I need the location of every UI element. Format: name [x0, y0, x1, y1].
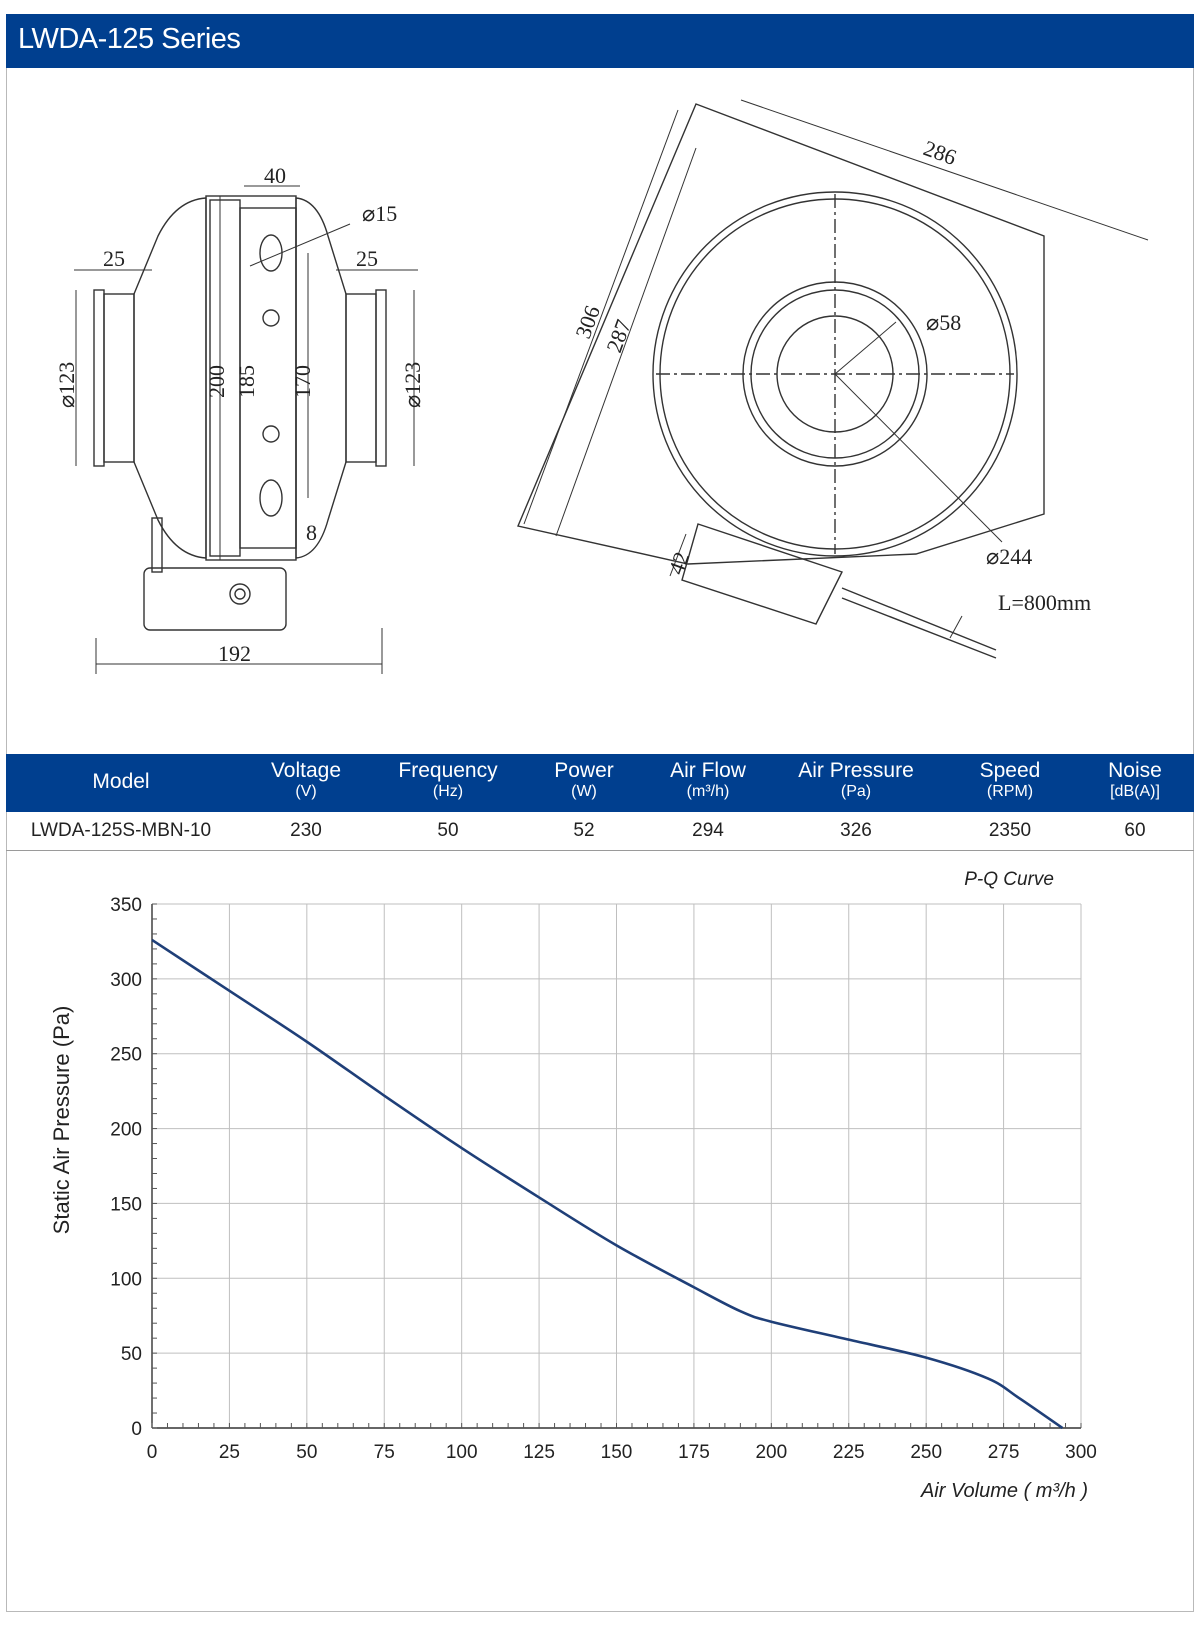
chart-minor-ticks — [151, 903, 1082, 1429]
dim-25-left: 25 — [103, 246, 125, 271]
x-tick-label: 275 — [988, 1442, 1020, 1463]
cell-speed: 2350 — [988, 820, 1032, 841]
title-bar: LWDA-125 Series — [6, 14, 1194, 68]
dim-200: 200 — [204, 365, 229, 398]
y-tick-label: 200 — [110, 1120, 142, 1141]
housing-left — [133, 197, 207, 559]
col-noise: Noise [dB(A)] — [1108, 759, 1162, 801]
y-tick-label: 0 — [131, 1419, 142, 1440]
col-power: Power (W) — [554, 759, 614, 801]
y-tick-label: 100 — [110, 1269, 142, 1290]
y-tick-label: 150 — [110, 1194, 142, 1215]
dim-d58: ⌀58 — [926, 310, 961, 335]
cell-airpressure: 326 — [840, 820, 872, 841]
pq-chart: 0 25 50 75 100 125 150 175 200 225 250 275 300 0 50 10… — [49, 869, 1097, 1502]
y-tick-label: 350 — [110, 895, 142, 916]
cell-power: 52 — [573, 820, 595, 841]
side-dimensions — [74, 185, 418, 674]
table-row: LWDA-125S-MBN-10 230 50 52 294 326 2350 … — [6, 812, 1194, 851]
chart-grid — [151, 903, 1082, 1429]
mounting-plate — [517, 103, 1045, 565]
col-model: Model — [92, 770, 150, 793]
left-collar — [93, 289, 105, 467]
dim-25-right: 25 — [356, 246, 378, 271]
x-tick-label: 175 — [678, 1442, 710, 1463]
dim-192: 192 — [218, 641, 251, 666]
spec-table-header: Model Voltage (V) Frequency (Hz) Power (… — [6, 754, 1194, 812]
front-view — [517, 103, 1045, 659]
right-collar — [375, 289, 387, 467]
page-title: LWDA-125 Series — [18, 23, 241, 55]
x-tick-label: 225 — [833, 1442, 865, 1463]
col-airpressure: Air Pressure (Pa) — [798, 759, 914, 801]
cell-noise: 60 — [1124, 820, 1146, 841]
side-labels: 40 ⌀15 25 25 ⌀123 ⌀123 200 185 170 8 192 — [54, 163, 425, 666]
front-terminal-box — [681, 523, 843, 625]
y-axis-label: Static Air Pressure (Pa) — [49, 1006, 74, 1235]
side-view — [93, 195, 387, 631]
y-tick-label: 250 — [110, 1045, 142, 1066]
mount-slot-top — [259, 234, 283, 272]
dim-286: 286 — [920, 135, 960, 170]
dim-d15: ⌀15 — [362, 201, 397, 226]
dim-185: 185 — [234, 365, 259, 398]
x-tick-labels: 0 25 50 75 100 125 150 175 200 225 250 275 300 — [147, 1442, 1097, 1463]
x-tick-label: 125 — [523, 1442, 555, 1463]
x-tick-label: 0 — [147, 1442, 158, 1463]
col-frequency: Frequency (Hz) — [398, 759, 498, 801]
cell-airflow: 294 — [692, 820, 724, 841]
col-voltage: Voltage (V) — [270, 759, 342, 801]
front-labels: 286 306 287 ⌀58 ⌀244 42 L=800mm — [570, 135, 1091, 615]
x-tick-label: 75 — [374, 1442, 395, 1463]
x-axis-label: Air Volume ( m³/h ) — [920, 1480, 1088, 1502]
dim-287: 287 — [601, 316, 636, 356]
x-tick-label: 150 — [601, 1442, 633, 1463]
chart-title: P-Q Curve — [964, 869, 1054, 890]
cell-model: LWDA-125S-MBN-10 — [30, 820, 212, 841]
x-tick-label: 300 — [1065, 1442, 1097, 1463]
dim-d123-left: ⌀123 — [54, 362, 79, 408]
x-tick-label: 250 — [910, 1442, 942, 1463]
x-tick-label: 200 — [755, 1442, 787, 1463]
dim-40: 40 — [264, 163, 286, 188]
dim-d244: ⌀244 — [986, 544, 1032, 569]
col-airflow: Air Flow (m³/h) — [670, 759, 746, 801]
y-tick-label: 300 — [110, 970, 142, 991]
front-dimensions — [523, 99, 1149, 639]
col-speed: Speed (RPM) — [979, 759, 1041, 801]
dim-8: 8 — [306, 520, 317, 545]
technical-drawing: 40 ⌀15 25 25 ⌀123 ⌀123 200 185 170 8 192… — [54, 99, 1149, 674]
dim-d123-right: ⌀123 — [400, 362, 425, 408]
dim-cable-length: L=800mm — [998, 590, 1091, 615]
x-tick-label: 50 — [296, 1442, 317, 1463]
x-tick-label: 100 — [446, 1442, 478, 1463]
y-tick-label: 50 — [121, 1344, 142, 1365]
housing-outer-ring — [652, 191, 1018, 557]
dim-170: 170 — [290, 365, 315, 398]
cell-frequency: 50 — [437, 820, 459, 841]
terminal-box — [143, 567, 287, 631]
pq-curve-line — [151, 938, 1064, 1430]
dim-306: 306 — [570, 302, 605, 342]
x-tick-label: 25 — [219, 1442, 240, 1463]
y-tick-labels: 0 50 100 150 200 250 300 350 — [110, 895, 142, 1440]
mount-slot-bottom — [259, 479, 283, 517]
cell-voltage: 230 — [290, 820, 322, 841]
